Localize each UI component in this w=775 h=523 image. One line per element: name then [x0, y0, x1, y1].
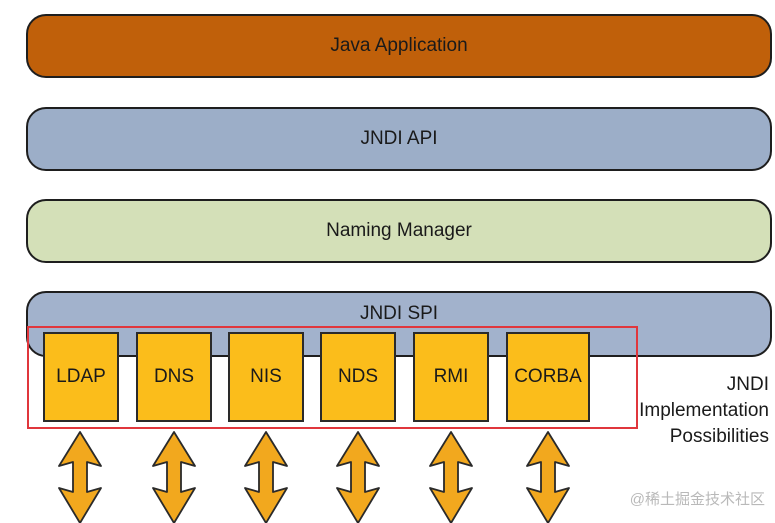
- jndi-api-label: JNDI API: [360, 128, 438, 149]
- highlight-rectangle: [27, 326, 638, 429]
- naming-manager-layer: Naming Manager: [26, 199, 772, 263]
- jndi-api-layer: JNDI API: [26, 107, 772, 171]
- impl-label-ldap: LDAP: [56, 366, 106, 387]
- java-application-layer: Java Application: [26, 14, 772, 78]
- jndi-spi-label: JNDI SPI: [359, 303, 439, 324]
- double-arrow-icon-nis: [244, 431, 288, 523]
- java-application-label: Java Application: [330, 35, 468, 56]
- impl-label-dns: DNS: [153, 366, 195, 387]
- impl-box-nds: NDS: [320, 332, 396, 422]
- implementation-caption: JNDI Implementation Possibilities: [639, 372, 769, 450]
- impl-box-dns: DNS: [136, 332, 212, 422]
- impl-label-corba: CORBA: [514, 366, 582, 387]
- impl-box-corba: CORBA: [506, 332, 590, 422]
- double-arrow-icon-rmi: [429, 431, 473, 523]
- caption-line-3: Possibilities: [669, 426, 769, 447]
- caption-line-1: JNDI: [726, 374, 769, 395]
- impl-box-nis: NIS: [228, 332, 304, 422]
- impl-label-nis: NIS: [250, 366, 282, 387]
- impl-box-ldap: LDAP: [43, 332, 119, 422]
- impl-label-nds: NDS: [337, 366, 379, 387]
- arrows-row: [58, 431, 570, 523]
- impl-box-rmi: RMI: [413, 332, 489, 422]
- double-arrow-icon-ldap: [58, 431, 102, 523]
- caption-line-2: Implementation: [639, 400, 769, 421]
- watermark: @稀土掘金技术社区: [629, 491, 765, 508]
- double-arrow-icon-corba: [526, 431, 570, 523]
- double-arrow-icon-nds: [336, 431, 380, 523]
- impl-label-rmi: RMI: [433, 366, 469, 387]
- naming-manager-label: Naming Manager: [326, 220, 472, 241]
- double-arrow-icon-dns: [152, 431, 196, 523]
